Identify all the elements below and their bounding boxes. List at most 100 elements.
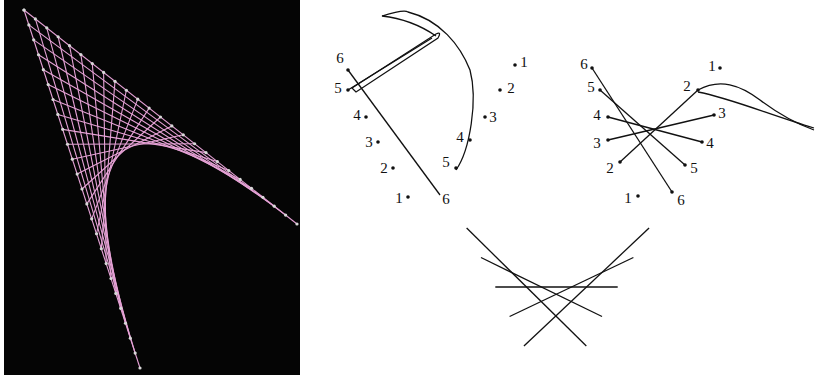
- point-dot: [468, 138, 472, 142]
- point-number: 2: [605, 161, 615, 176]
- nail: [27, 23, 30, 26]
- nail: [91, 62, 94, 65]
- envelope-line: [495, 286, 617, 287]
- nail: [114, 292, 117, 295]
- point-number: 6: [335, 51, 345, 66]
- nail: [61, 128, 64, 131]
- nail: [22, 8, 25, 11]
- point-number: 2: [379, 161, 389, 176]
- point-number: 4: [705, 136, 715, 151]
- nail: [37, 53, 40, 56]
- nail: [51, 98, 54, 101]
- point-number: 3: [717, 106, 727, 121]
- nail: [76, 172, 79, 175]
- pink-string: [24, 10, 140, 368]
- nail: [136, 98, 139, 101]
- point-dot: [700, 140, 704, 144]
- pink-string: [58, 37, 125, 324]
- envelope-diagram: [467, 228, 649, 346]
- pink-string: [29, 25, 286, 215]
- point-number: 6: [441, 192, 451, 207]
- point-number: 1: [394, 191, 404, 206]
- point-dot: [606, 138, 610, 142]
- point-number: 3: [592, 136, 602, 151]
- point-number: 6: [676, 193, 686, 208]
- point-dot: [376, 140, 380, 144]
- nail: [85, 202, 88, 205]
- point-number: 5: [333, 81, 343, 96]
- nail: [47, 83, 50, 86]
- point-number: 1: [623, 191, 633, 206]
- nail: [79, 53, 82, 56]
- photo-background: [4, 0, 300, 375]
- nail: [42, 68, 45, 71]
- point-number: 4: [352, 108, 362, 123]
- envelope-line: [510, 258, 634, 317]
- point-number: 2: [682, 79, 692, 94]
- pink-string: [34, 40, 275, 206]
- nail: [90, 217, 93, 220]
- point-number: 3: [488, 110, 498, 125]
- nail: [105, 262, 108, 265]
- point-dot: [498, 88, 502, 92]
- nail: [68, 44, 71, 47]
- point-dot: [718, 66, 722, 70]
- point-number: 6: [579, 57, 589, 72]
- nail: [80, 187, 83, 190]
- point-dot: [346, 88, 350, 92]
- nail: [66, 143, 69, 146]
- nail: [170, 124, 173, 127]
- point-dot: [618, 160, 622, 164]
- pink-string: [35, 19, 135, 353]
- point-dot: [683, 163, 687, 167]
- nail: [250, 187, 253, 190]
- nail: [109, 277, 112, 280]
- point-number: 5: [689, 161, 699, 176]
- envelope-line: [524, 228, 649, 346]
- nail: [129, 337, 132, 340]
- point-number: 1: [707, 59, 717, 74]
- nail: [113, 80, 116, 83]
- nail: [239, 178, 242, 181]
- nail: [32, 38, 35, 41]
- point-dot: [346, 68, 350, 72]
- point-dot: [406, 195, 410, 199]
- point-dot: [606, 115, 610, 119]
- pink-string: [92, 99, 138, 219]
- nail: [204, 151, 207, 154]
- stitch-diagram-one: [348, 11, 473, 195]
- string-art-photo: [22, 8, 298, 369]
- pink-string: [82, 117, 161, 189]
- nail: [134, 351, 137, 354]
- nail: [227, 169, 230, 172]
- point-number: 4: [455, 130, 465, 145]
- nail: [261, 196, 264, 199]
- nail: [100, 247, 103, 250]
- point-dot: [483, 115, 487, 119]
- point-dot: [391, 166, 395, 170]
- point-number: 5: [586, 80, 596, 95]
- nail: [148, 106, 151, 109]
- nail: [284, 213, 287, 216]
- point-dot: [598, 88, 602, 92]
- nail: [22, 8, 25, 11]
- point-dot: [636, 194, 640, 198]
- point-number: 5: [441, 155, 451, 170]
- nail: [34, 17, 37, 20]
- nail: [95, 232, 98, 235]
- nail: [102, 71, 105, 74]
- nail: [124, 322, 127, 325]
- nail: [138, 366, 141, 369]
- nail: [159, 115, 162, 118]
- nail: [182, 133, 185, 136]
- point-dot: [364, 115, 368, 119]
- nail: [57, 35, 60, 38]
- nail: [193, 142, 196, 145]
- point-dot: [590, 66, 594, 70]
- point-number: 4: [592, 108, 602, 123]
- pink-string: [47, 28, 131, 338]
- point-dot: [712, 113, 716, 117]
- nail: [125, 89, 128, 92]
